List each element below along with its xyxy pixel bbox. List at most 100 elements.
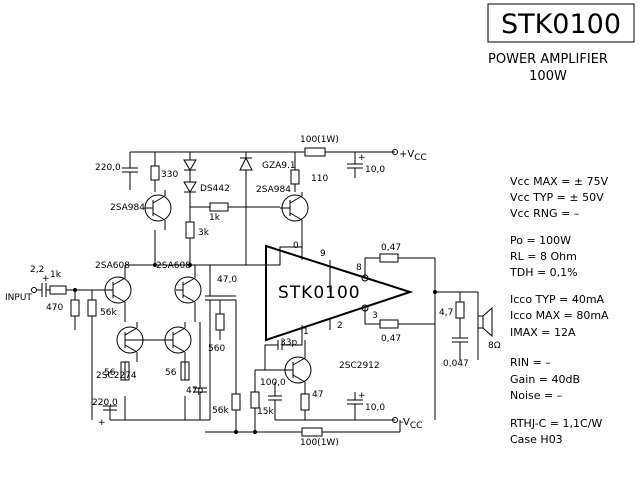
resistor-56-right: 56 [165,361,190,420]
output-node [433,258,478,420]
spec-tdh: TDH = 0,1% [509,266,578,279]
svg-text:2SA984: 2SA984 [256,185,291,195]
svg-text:9: 9 [320,249,326,259]
svg-text:3k: 3k [198,228,210,238]
spec-vcc-max: Vcc MAX = ± 75V [510,175,609,188]
svg-text:2SA984: 2SA984 [110,203,145,213]
svg-text:DS442: DS442 [200,184,230,194]
resistor-047-top: 0,47 [364,243,435,278]
svg-text:56k: 56k [212,406,229,416]
spec-case: Case H03 [510,433,563,446]
vcc-pos-label: +VCC [399,149,427,163]
spec-gain: Gain = 40dB [510,373,580,386]
title-box [487,3,635,43]
svg-text:470: 470 [46,303,63,313]
svg-text:2SC2912: 2SC2912 [339,361,380,371]
input-terminal [31,287,37,293]
svg-text:2SA608: 2SA608 [95,261,130,271]
speaker-8ohm: 8Ω [477,292,501,360]
svg-text:33p: 33p [280,338,297,348]
power-label: 100W [529,69,567,84]
svg-text:4,7: 4,7 [439,308,453,318]
vcc-neg-terminal [392,417,398,423]
label-r100-top: 100(1W) [300,135,339,145]
spec-icco-max: Icco MAX = 80mA [510,309,609,322]
transistor-2sa984-left: 2SA984 [110,190,172,230]
spec-rin: RIN = – [510,356,551,369]
resistor-470 [70,299,80,317]
spec-rl: RL = 8 Ohm [510,250,577,263]
svg-text:+: + [358,153,366,163]
resistor-15k: 15k [250,370,274,432]
svg-text:220,0: 220,0 [92,398,118,408]
resistor-56-left: 56 [104,361,130,420]
resistor-56k: 56k [87,290,117,420]
svg-text:+: + [42,274,50,284]
capacitor-33p: 33p [264,335,303,370]
transistor-2sa984-right: 2SA984 [256,185,309,260]
svg-text:8Ω: 8Ω [488,341,501,351]
svg-text:1k: 1k [50,270,62,280]
svg-text:8: 8 [356,263,362,273]
resistor-100-1w-bottom [301,427,323,437]
transistor-2sc2274-left: 2SC2274 [96,322,148,381]
capacitor-10-top: + 10,0 [347,152,385,178]
capacitor-220-top: 220,0 [95,152,138,190]
svg-text:110: 110 [311,174,328,184]
svg-text:15k: 15k [257,407,274,417]
svg-text:GZA9.1: GZA9.1 [262,161,296,171]
spec-list: Vcc MAX = ± 75V Vcc TYP = ± 50V Vcc RNG … [509,175,609,446]
zobel-network: 4,7 0,047 [439,292,469,369]
svg-text:56k: 56k [100,308,117,318]
resistor-47: 47 [300,388,323,420]
svg-text:56: 56 [165,368,177,378]
spec-rthj: RTHJ-C = 1,1C/W [510,417,602,430]
zener-gza9-1: GZA9.1 [239,152,296,265]
spec-vcc-rng: Vcc RNG = – [510,207,579,220]
label-r100-bottom: 100(1W) [300,438,339,448]
resistor-560: 560 [208,300,225,354]
svg-text:1: 1 [303,327,309,337]
positive-rail: 100(1W) +VCC [130,135,427,163]
resistor-3k: 3k [185,207,210,265]
resistor-56k-bottom: 56k [212,300,241,432]
svg-text:2: 2 [337,321,343,331]
transistor-2sc2274-right [148,322,192,362]
svg-text:2SA608: 2SA608 [156,261,191,271]
svg-text:47p: 47p [186,386,203,396]
spec-noise: Noise = – [510,389,562,402]
capacitor-10-bottom: + 10,0 [347,391,385,420]
svg-text:+: + [358,391,366,401]
capacitor-47-0: 47,0 [205,265,237,420]
spec-imax: IMAX = 12A [510,326,576,339]
svg-text:10,0: 10,0 [365,165,385,175]
title: STK0100 [501,9,621,40]
svg-text:100,0: 100,0 [260,378,286,388]
spec-vcc-typ: Vcc TYP = ± 50V [510,191,604,204]
svg-text:1k: 1k [209,213,221,223]
svg-text:47: 47 [312,390,323,400]
spec-po: Po = 100W [510,234,571,247]
svg-text:56: 56 [104,368,116,378]
resistor-1k-mid: 1k [190,202,280,223]
input-section: INPUT 2,2 + 1k 470 [5,265,110,330]
svg-text:10,0: 10,0 [365,403,385,413]
vcc-pos-terminal [392,149,398,155]
svg-text:220,0: 220,0 [95,163,121,173]
transistor-2sc2912: 2SC2912 [255,340,380,388]
svg-text:2SC2274: 2SC2274 [96,371,137,381]
chip-stk0100: STK0100 0 9 1 2 8 3 [265,241,414,342]
transistor-2sa608-left: 2SA608 [95,261,132,322]
capacitor-100: 100,0 [260,378,286,420]
resistor-1k-input [49,285,67,295]
svg-text:2,2: 2,2 [30,265,44,275]
capacitor-220-bottom: 220,0 + [92,398,118,428]
subtitle: POWER AMPLIFIER [488,52,608,67]
svg-text:560: 560 [208,344,225,354]
svg-text:0,47: 0,47 [381,243,401,253]
chip-label: STK0100 [278,283,361,303]
input-label: INPUT [5,293,32,303]
capacitor-47p: 47p [186,322,207,420]
resistor-047-bottom: 0,47 [364,308,435,344]
negative-rail: 100(1W) -VCC [110,417,422,448]
